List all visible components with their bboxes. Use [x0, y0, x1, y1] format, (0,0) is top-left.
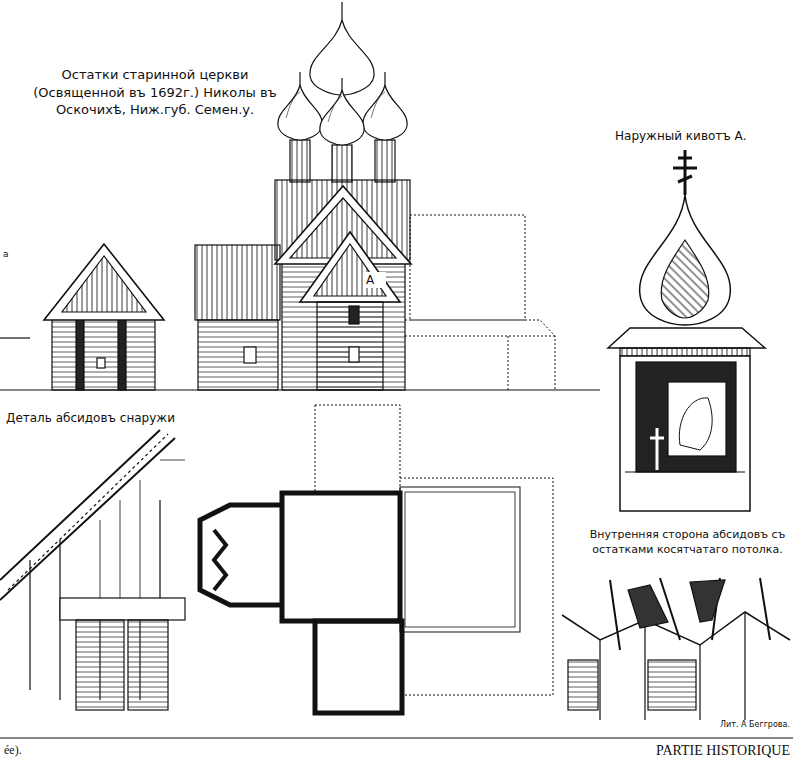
cut-off-letter: a	[3, 248, 15, 260]
figure-caption: Деталь абсидовъ снаружи	[6, 410, 226, 426]
cut-off-text: ée).	[4, 742, 64, 758]
section-heading: PARTIE HISTORIQUE	[585, 742, 790, 761]
plate-title: Остатки старинной церкви (Освященной въ …	[30, 66, 280, 119]
figure-caption: Внутренняя сторона абсидовъ съ остатками…	[585, 528, 790, 558]
figure-caption: Наружный кивотъ А.	[615, 128, 785, 144]
reference-letter: А	[366, 272, 386, 288]
lithographer-credit: Лит. А Беггрова.	[700, 720, 790, 731]
